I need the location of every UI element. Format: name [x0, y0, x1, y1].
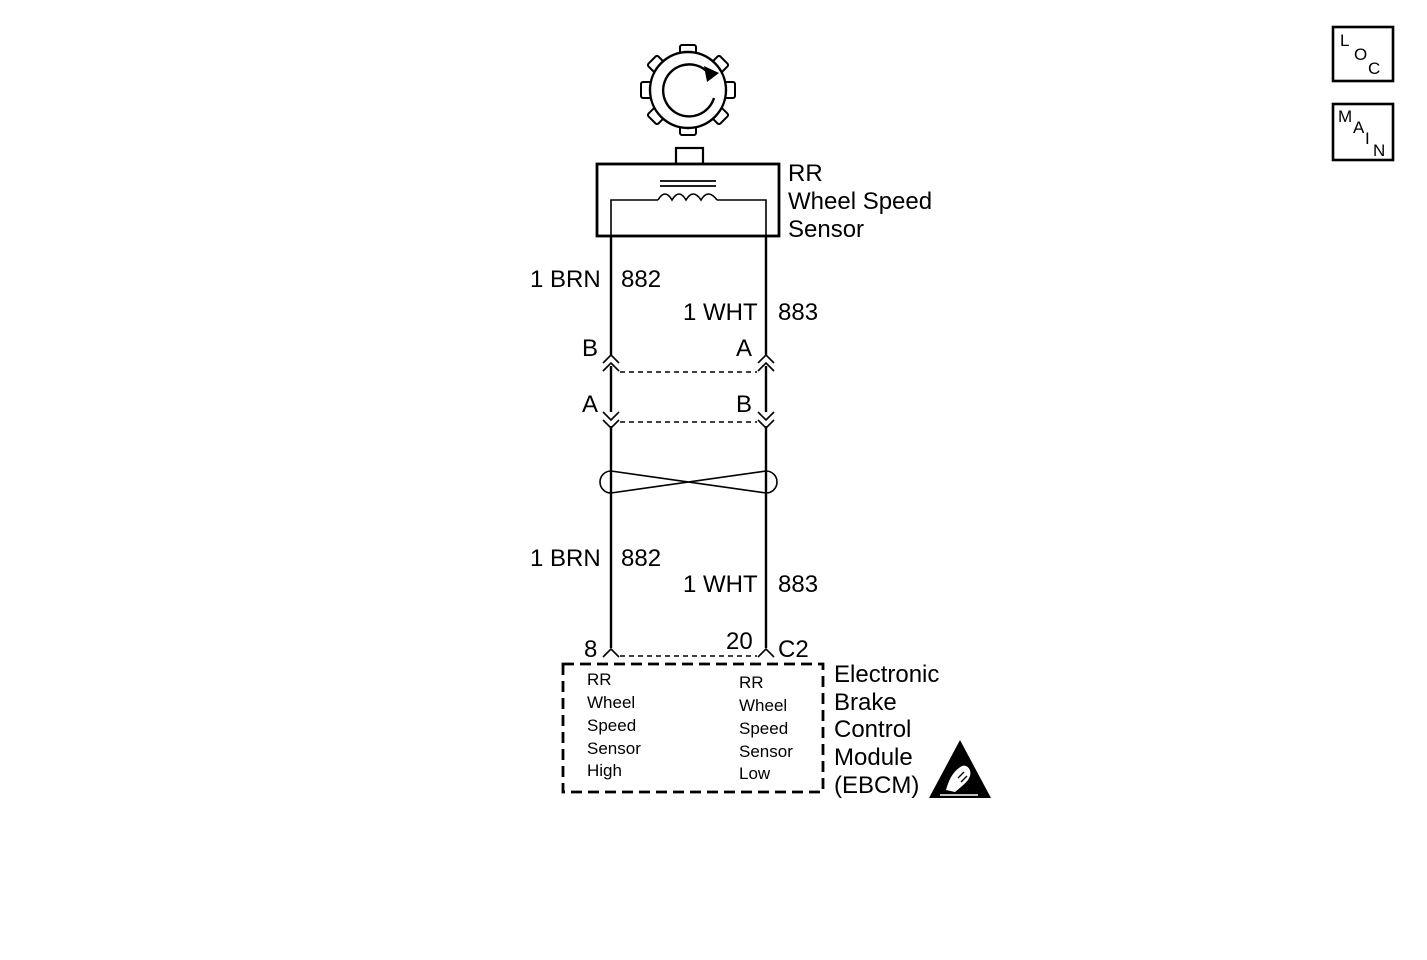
wheel-speed-sensor	[595, 146, 781, 238]
circuit-upper-right: 883	[778, 299, 818, 326]
ebcm-module-box	[561, 662, 825, 794]
connector-label-mid-left: A	[582, 391, 598, 418]
pin-high-line-2: Wheel	[587, 693, 635, 712]
twisted-pair-icon	[599, 470, 778, 494]
pin-low-line-5: Low	[739, 764, 771, 783]
connector-label-mid-right: B	[736, 391, 752, 418]
pin-high-line-5: High	[587, 761, 622, 780]
loc-letter-l: L	[1340, 31, 1349, 50]
ebcm-connector-c2	[602, 647, 775, 658]
ebcm-connector-label: C2	[778, 636, 809, 663]
loc-letter-c: C	[1368, 59, 1380, 78]
main-letter-a: A	[1353, 118, 1365, 137]
sensor-label-sensor: Sensor	[788, 216, 864, 243]
pin-description-high: RR Wheel Speed Sensor High	[587, 670, 641, 780]
tone-wheel-icon	[640, 44, 736, 136]
ebcm-pin-8: 8	[584, 636, 597, 663]
wire-gauge-upper-right: 1 WHT	[683, 299, 758, 326]
circuit-upper-left: 882	[621, 266, 661, 293]
pin-low-line-3: Speed	[739, 719, 788, 738]
wire-gauge-upper-left: 1 BRN	[530, 266, 601, 293]
pin-high-line-4: Sensor	[587, 739, 641, 758]
main-letter-m: M	[1338, 107, 1352, 126]
pin-high-line-1: RR	[587, 670, 612, 689]
pin-low-line-1: RR	[739, 673, 764, 692]
esd-warning-icon	[929, 740, 991, 798]
wire-gauge-lower-left: 1 BRN	[530, 545, 601, 572]
connector-label-top-right: A	[736, 335, 752, 362]
circuit-lower-left: 882	[621, 545, 661, 572]
ebcm-label-control: Control	[834, 716, 911, 743]
connector-label-top-left: B	[582, 335, 598, 362]
inline-connector-upper	[602, 353, 775, 373]
main-letter-n: N	[1373, 141, 1385, 160]
sensor-label-rr: RR	[788, 160, 823, 187]
ebcm-label-electronic: Electronic	[834, 661, 939, 688]
sensor-label-wheel-speed: Wheel Speed	[788, 188, 932, 215]
pin-description-low: RR Wheel Speed Sensor Low	[739, 673, 793, 783]
inline-connector-lower	[602, 411, 775, 430]
ebcm-label-ebcm: (EBCM)	[834, 772, 919, 799]
circuit-lower-right: 883	[778, 571, 818, 598]
main-letter-i: I	[1365, 129, 1370, 148]
loc-letter-o: O	[1354, 45, 1367, 64]
ebcm-label-brake: Brake	[834, 689, 897, 716]
pin-high-line-3: Speed	[587, 716, 636, 735]
loc-button[interactable]: L O C	[1331, 25, 1395, 83]
pin-low-line-2: Wheel	[739, 696, 787, 715]
wire-gauge-lower-right: 1 WHT	[683, 571, 758, 598]
ebcm-label-module: Module	[834, 744, 913, 771]
pin-low-line-4: Sensor	[739, 742, 793, 761]
ebcm-pin-20: 20	[726, 628, 753, 655]
main-button[interactable]: M A I N	[1331, 102, 1395, 162]
